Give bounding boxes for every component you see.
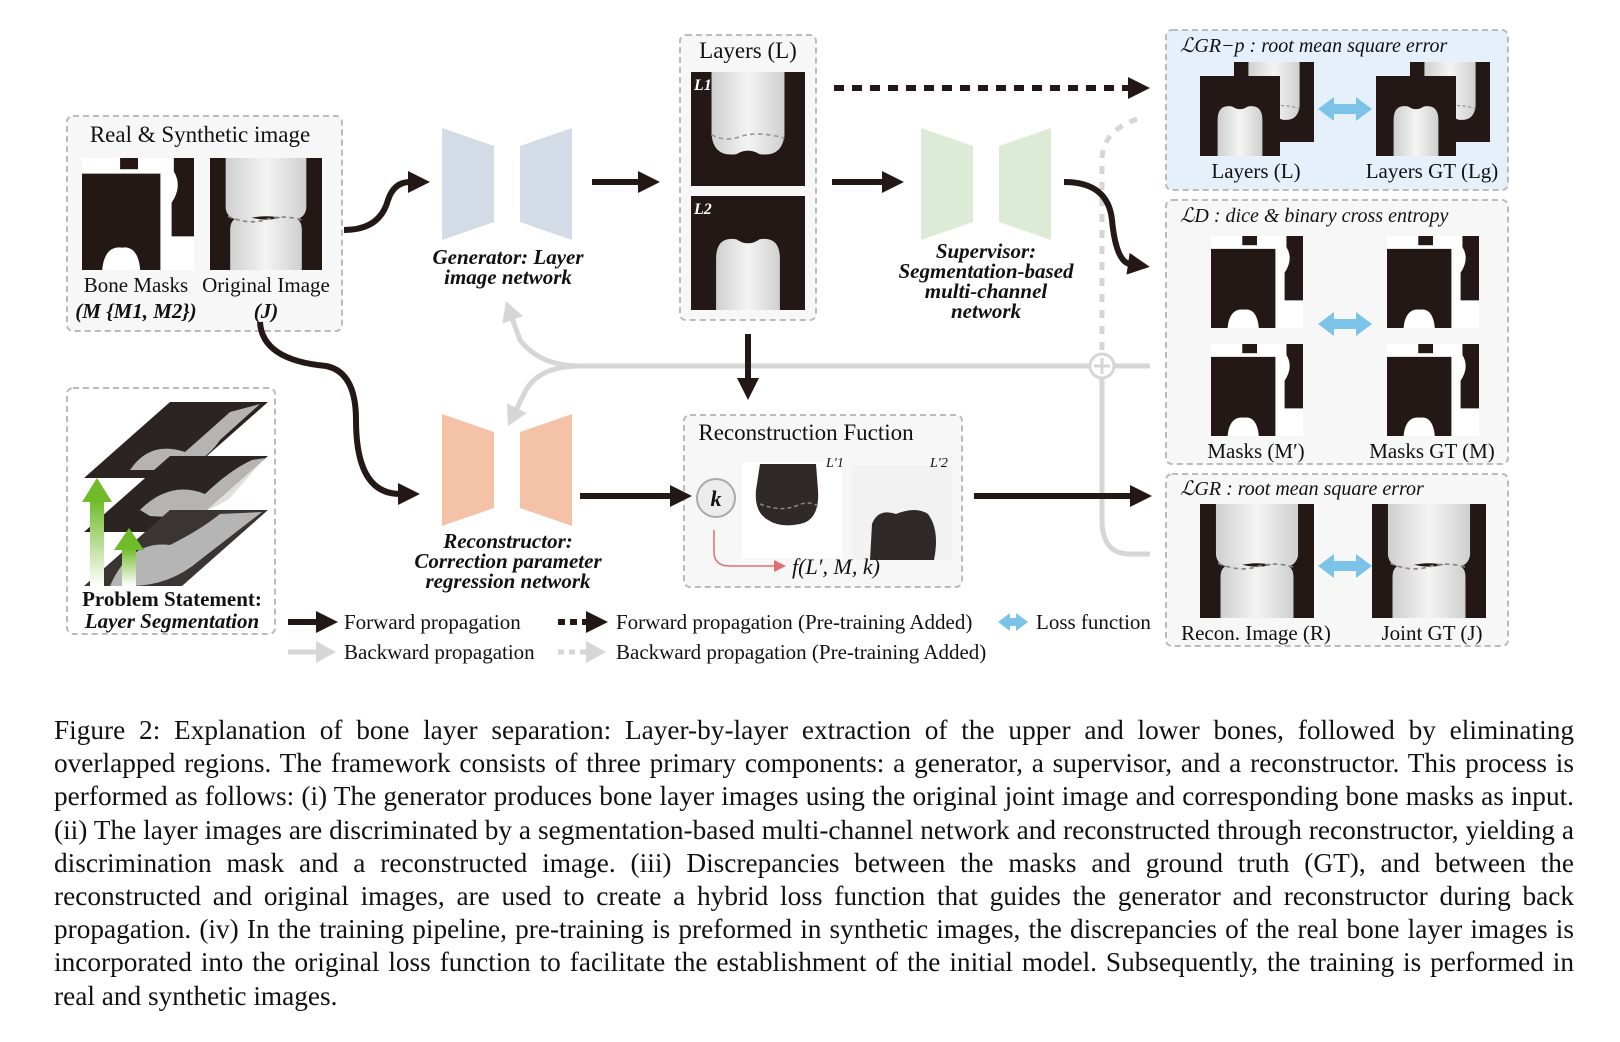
legend-forward-label: Forward propagation (344, 610, 521, 634)
loss-arrow-icon (1318, 97, 1372, 121)
backward-propagation-paths (502, 115, 1150, 557)
figure-caption: Figure 2: Explanation of bone layer sepa… (54, 715, 1574, 1011)
loss-d-title: ℒD : dice & binary cross entropy (1180, 205, 1449, 227)
original-image (210, 158, 322, 270)
recon-l1-prime: L′1 (825, 456, 844, 471)
reconstruction-function-title: Reconstruction Fuction (698, 420, 914, 445)
supervisor-label-line1: Supervisor: (936, 239, 1036, 263)
k-parameter-label: k (711, 486, 722, 511)
generator-network: Generator: Layer image network (432, 128, 584, 289)
supervisor-label-line3: multi-channel (925, 279, 1048, 303)
problem-statement-line1: Problem Statement: (82, 587, 262, 611)
layer-l2-tag: L2 (693, 201, 712, 218)
reconstructor-label-line1: Reconstructor: (442, 529, 573, 553)
layer-l1-tag: L1 (693, 77, 712, 94)
legend-backward-label: Backward propagation (344, 640, 535, 664)
loss-gr-title: ℒGR : root mean square error (1180, 478, 1424, 500)
generator-label-line1: Generator: Layer (432, 245, 584, 269)
original-image-label: Original Image (202, 273, 330, 297)
bone-masks-symbol: (M {M1, M2}) (75, 299, 196, 323)
reconstruction-formula: f(L′, M, k) (792, 554, 880, 579)
recon-l2-prime: L′2 (929, 456, 948, 471)
loss-grp-panel: ℒGR−p : root mean square error Layers (L… (1165, 29, 1509, 191)
reconstructor-label-line3: regression network (425, 569, 591, 593)
framework-diagram: Real & Synthetic image Bone Masks (M {M1… (66, 29, 1509, 664)
loss-d-left-label: Masks (M′) (1207, 439, 1304, 463)
k-parameter-circle (696, 478, 736, 518)
loss-d-panel: ℒD : dice & binary cross entropy Masks (… (1165, 199, 1509, 465)
supervisor-label-line2: Segmentation-based (898, 259, 1074, 283)
loss-arrow-icon (1318, 312, 1372, 336)
loss-grp-left-label: Layers (L) (1211, 159, 1300, 183)
bone-masks-image (82, 158, 194, 270)
bone-masks-label: Bone Masks (84, 273, 188, 297)
generator-label-line2: image network (444, 265, 572, 289)
real-synthetic-panel: Real & Synthetic image Bone Masks (M {M1… (66, 115, 343, 332)
legend-loss-label: Loss function (1036, 610, 1151, 634)
forward-propagation-paths (257, 77, 1152, 507)
layers-panel: Layers (L) L1 L2 (679, 34, 817, 321)
loss-gr-panel: ℒGR : root mean square error Recon. Imag… (1165, 473, 1509, 647)
reconstructor-label-line2: Correction parameter (414, 549, 602, 573)
reconstructor-network: Reconstructor: Correction parameter regr… (414, 414, 602, 593)
loss-d-right-label: Masks GT (M) (1369, 439, 1495, 463)
legend-loss-icon (998, 613, 1028, 631)
original-image-symbol: (J) (254, 299, 279, 323)
legend-backward-pretrain-label: Backward propagation (Pre-training Added… (616, 640, 986, 664)
problem-statement-line2: Layer Segmentation (84, 609, 259, 633)
loss-gr-left-label: Recon. Image (R) (1181, 621, 1331, 645)
legend: Forward propagation Forward propagation … (288, 610, 1151, 664)
loss-grp-right-label: Layers GT (Lg) (1366, 159, 1499, 183)
problem-statement-panel: Problem Statement: Layer Segmentation (66, 387, 276, 635)
supervisor-network: Supervisor: Segmentation-based multi-cha… (898, 128, 1074, 323)
layers-title: Layers (L) (699, 38, 797, 63)
loss-grp-title: ℒGR−p : root mean square error (1180, 35, 1448, 57)
supervisor-label-line4: network (951, 299, 1022, 323)
real-synthetic-title: Real & Synthetic image (90, 122, 310, 147)
legend-forward-pretrain-label: Forward propagation (Pre-training Added) (616, 610, 972, 634)
loss-arrow-icon (1318, 554, 1372, 578)
loss-gr-right-label: Joint GT (J) (1381, 621, 1482, 645)
reconstruction-function-panel: Reconstruction Fuction k L′1 L′2 f(L′, M… (683, 414, 963, 588)
